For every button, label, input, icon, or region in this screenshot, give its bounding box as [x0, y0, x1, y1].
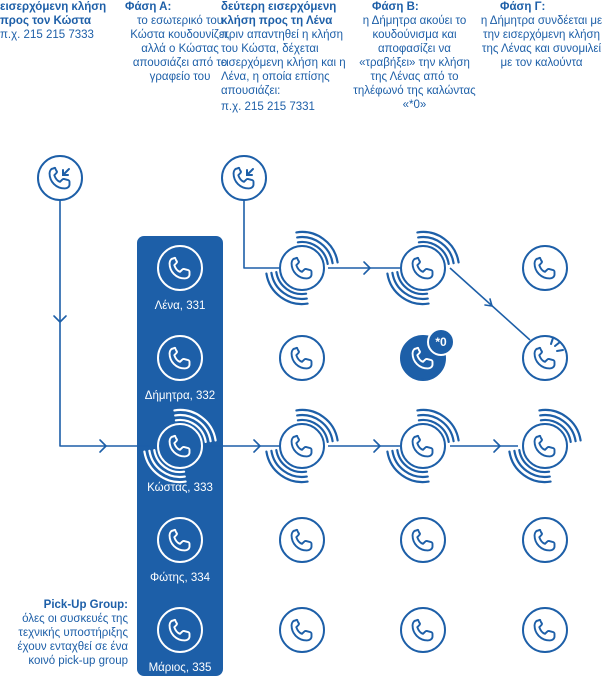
phone-icon-lena-ringing — [386, 230, 460, 306]
phone-icon — [279, 607, 325, 653]
phone-icon-lena-ringing — [265, 230, 339, 306]
pickup-code-badge: *0 — [427, 328, 455, 356]
phone-icon — [279, 517, 325, 563]
column-heading: Φάση Γ: — [500, 1, 546, 13]
column-example: π.χ. 215 215 7333 — [0, 29, 94, 41]
flow-arrow — [493, 439, 501, 453]
phone-icon-marios — [157, 607, 203, 653]
pickup-group-note: Pick-Up Group: όλες οι συσκευές της τεχν… — [0, 598, 128, 668]
incoming-call-kostas-icon — [37, 155, 83, 201]
phone-icon-dimitra-talking — [522, 335, 568, 381]
column-phase-a: Φάση Α: το εσωτερικό του Κώστα κουδουνίζ… — [121, 0, 239, 84]
column-body: η Δήμητρα ακούει το κουδούνισμα και αποφ… — [353, 15, 476, 111]
column-body: η Δήμητρα συνδέεται με την εισερχόμενη κ… — [480, 15, 603, 69]
phone-icon-kostas-ringing — [508, 408, 582, 484]
phone-icon-kostas-ringing — [143, 408, 217, 484]
phone-icon-fotis — [157, 517, 203, 563]
flow-arrow — [373, 439, 381, 453]
column-heading: δεύτερη εισερχόμενη κλήση προς τη Λένα — [221, 1, 337, 27]
member-label-fotis: Φώτης, 334 — [149, 572, 211, 584]
column-phase-b: Φάση Β: η Δήμητρα ακούει το κουδούνισμα … — [352, 0, 477, 112]
phone-icon-kostas-ringing — [265, 408, 339, 484]
flow-arrow-down — [53, 315, 67, 323]
flow-line-pickup — [449, 267, 531, 341]
column-body: το εσωτερικό του Κώστα κουδουνίζει, αλλά… — [130, 15, 230, 83]
phone-icon — [522, 607, 568, 653]
member-label-dimitra: Δήμητρα, 332 — [144, 390, 216, 402]
pickup-group-title: Pick-Up Group: — [43, 599, 128, 611]
phone-icon-kostas-ringing — [386, 408, 460, 484]
svg-text:*0: *0 — [435, 335, 447, 349]
column-incoming-call-kostas: εισερχόμενη κλήση προς τον Κώστα π.χ. 21… — [0, 0, 130, 42]
phone-icon — [522, 517, 568, 563]
member-label-kostas: Κώστας, 333 — [147, 482, 213, 494]
column-second-call-lena: δεύτερη εισερχόμενη κλήση προς τη Λένα π… — [221, 0, 361, 114]
column-heading: εισερχόμενη κλήση προς τον Κώστα — [0, 1, 107, 27]
phone-icon — [279, 335, 325, 381]
flow-arrow-right — [99, 439, 107, 453]
column-heading: Φάση Β: — [372, 1, 419, 13]
flow-line-lena-call — [243, 200, 288, 269]
phone-icon — [400, 517, 446, 563]
column-body: πριν απαντηθεί η κλήση του Κώστα, δέχετα… — [221, 29, 346, 97]
column-heading: Φάση Α: — [125, 1, 172, 13]
phone-icon — [522, 245, 568, 291]
column-example: π.χ. 215 215 7331 — [221, 101, 315, 113]
phone-icon-dimitra-pickup: *0 — [400, 328, 455, 381]
member-label-marios: Μάριος, 335 — [148, 662, 212, 674]
incoming-call-lena-icon — [221, 155, 267, 201]
pickup-group-description: όλες οι συσκευές της τεχνικής υποστήριξη… — [17, 613, 128, 667]
flow-arrow — [363, 261, 371, 275]
phone-icon-dimitra — [157, 335, 203, 381]
flow-line-kostas-call — [59, 200, 150, 447]
member-label-lena: Λένα, 331 — [154, 300, 206, 312]
flow-arrow — [253, 439, 261, 453]
column-phase-c: Φάση Γ: η Δήμητρα συνδέεται με την εισερ… — [480, 0, 603, 70]
phone-icon — [400, 607, 446, 653]
flow-arrow — [484, 298, 493, 307]
phone-icon-lena — [157, 245, 203, 291]
